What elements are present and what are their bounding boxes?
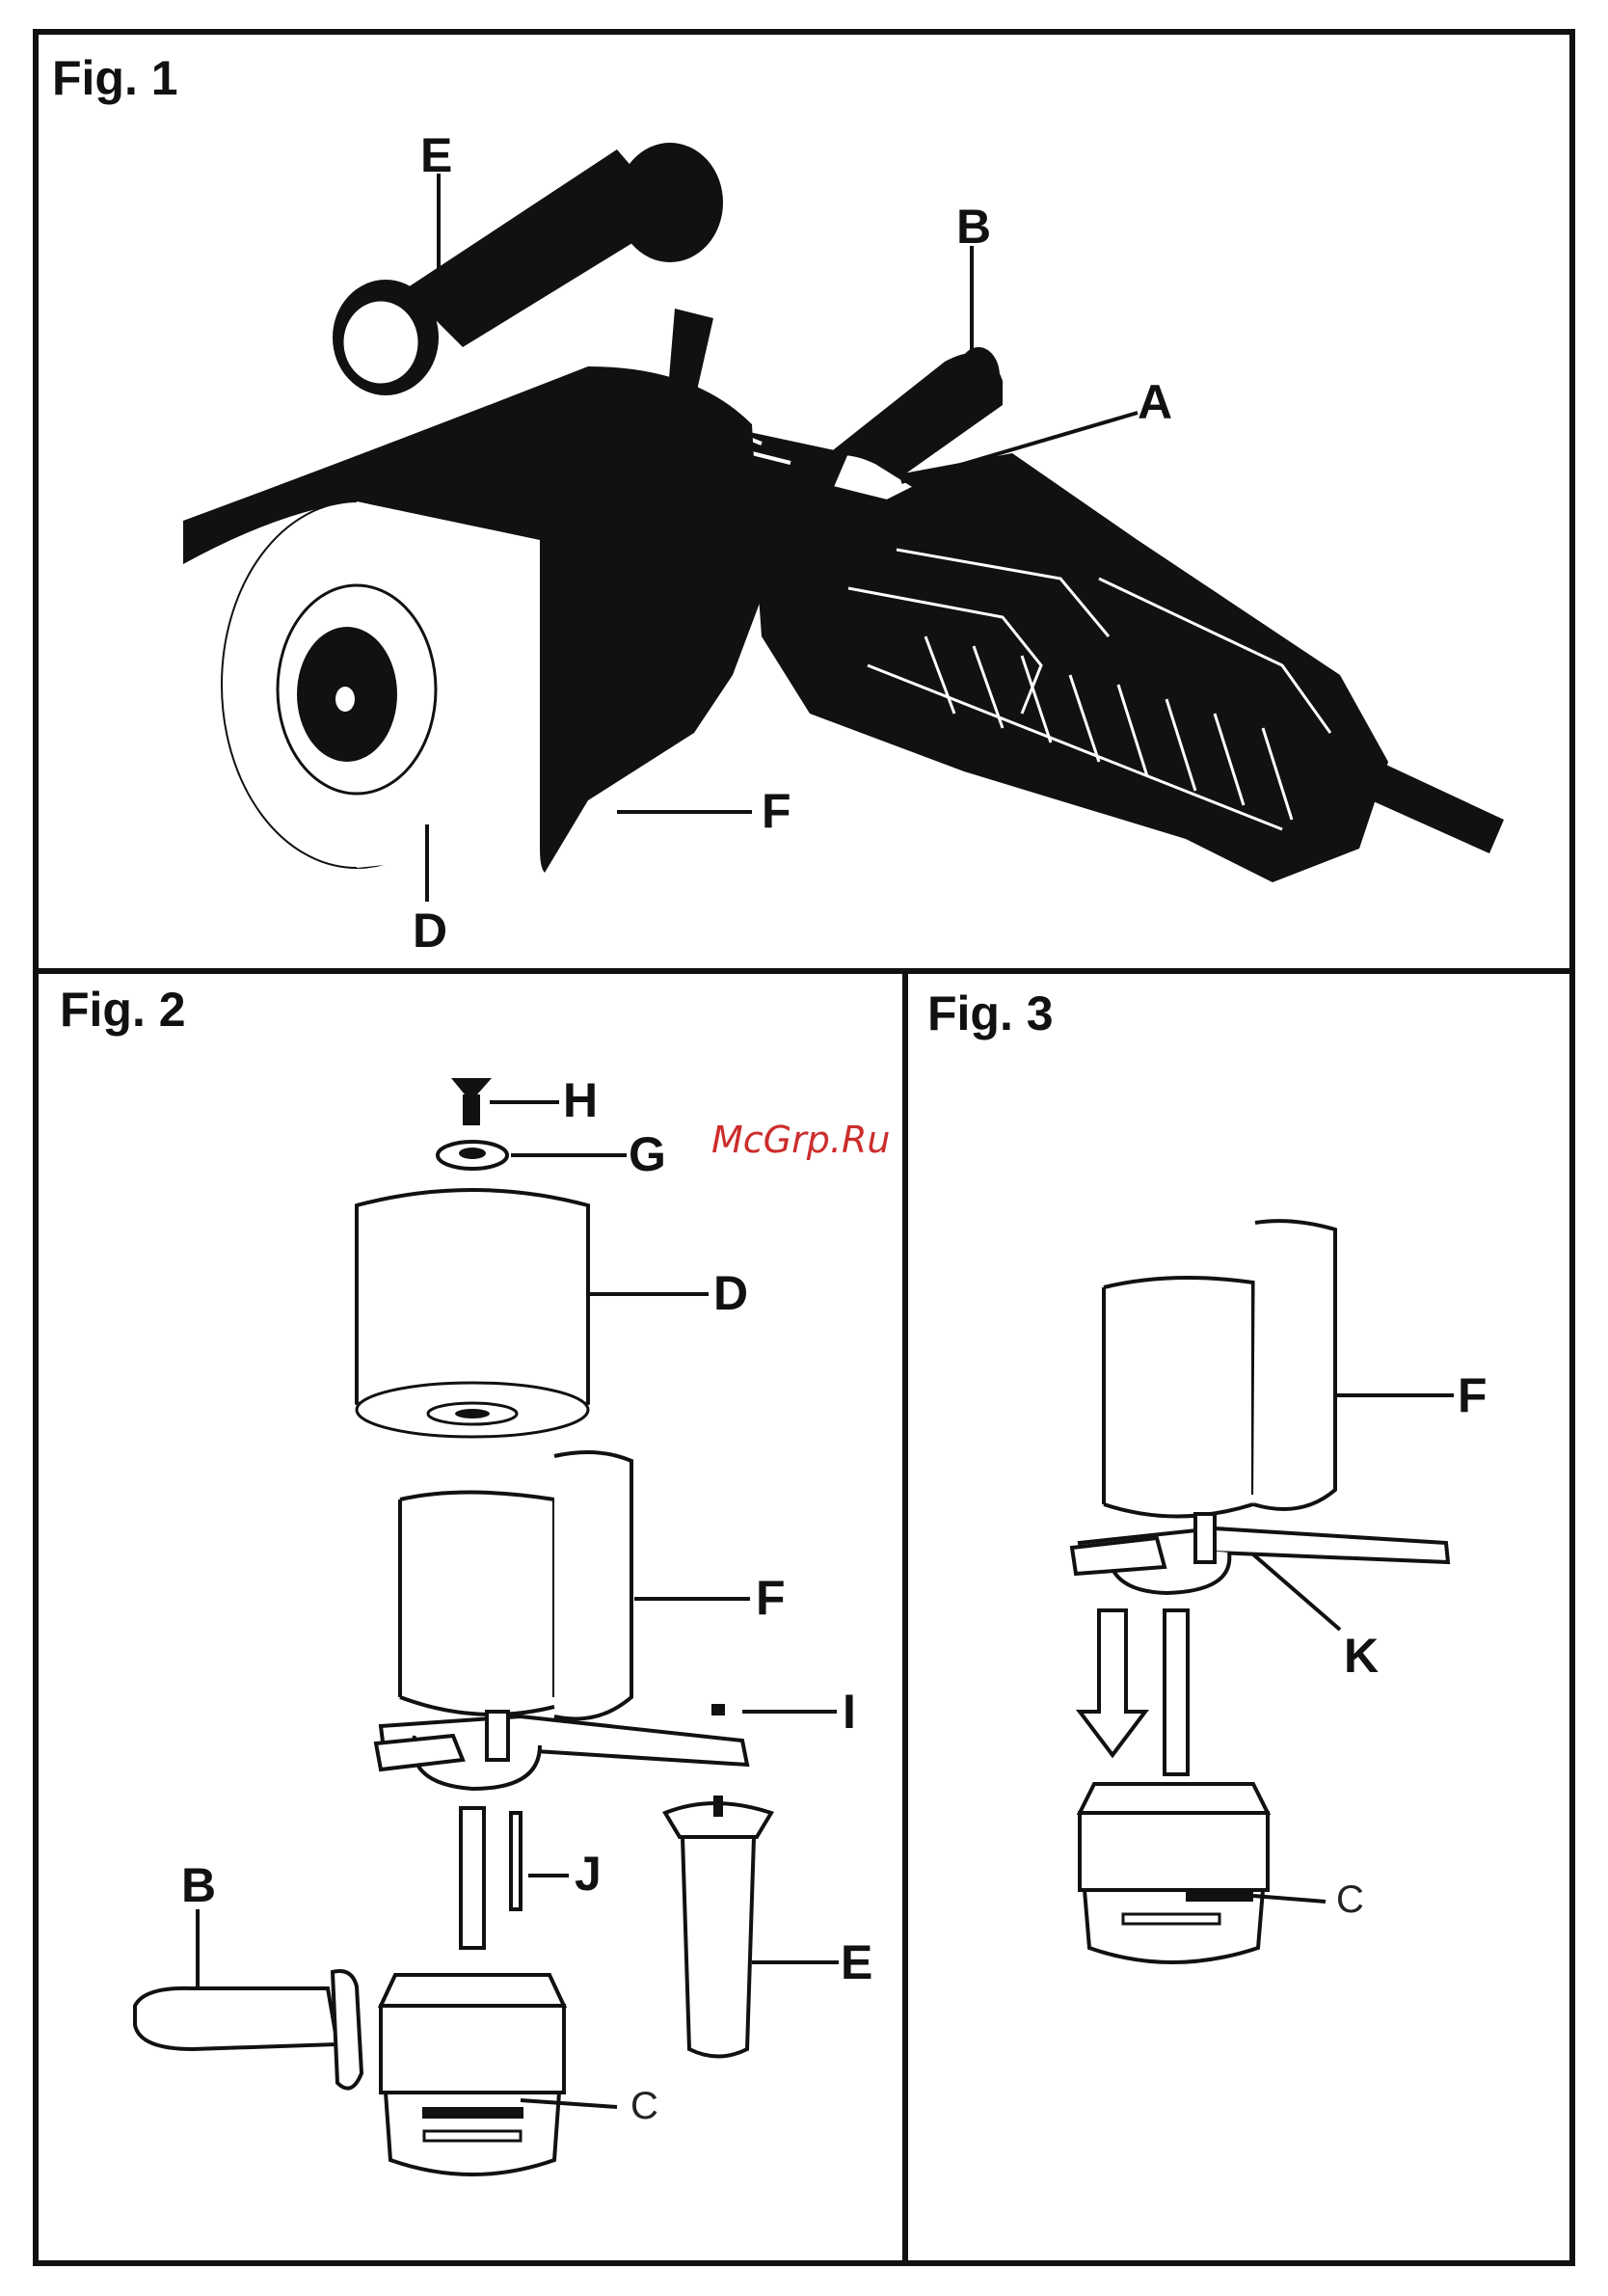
fig1-title: Fig. 1	[52, 50, 178, 106]
fig1-grinder-illustration	[183, 143, 1504, 902]
watermark-text: McGrp.Ru	[711, 1119, 890, 1161]
fig3-callout-k: K	[1344, 1632, 1379, 1680]
fig1-callout-a: A	[1138, 378, 1172, 426]
fig3-callout-c: C	[1336, 1880, 1364, 1919]
fig3-mounting-illustration	[1072, 1221, 1454, 1962]
fig2-title: Fig. 2	[60, 982, 186, 1038]
fig2-callout-e: E	[841, 1938, 872, 1986]
fig1-callout-d: D	[413, 906, 447, 955]
fig2-callout-f: F	[756, 1574, 786, 1622]
fig1-callout-b: B	[956, 203, 991, 251]
fig2-callout-j: J	[575, 1850, 602, 1898]
fig2-exploded-illustration	[135, 1078, 839, 2174]
fig2-callout-g: G	[629, 1130, 666, 1178]
fig1-callout-f: F	[762, 787, 791, 835]
fig3-callout-f: F	[1458, 1371, 1487, 1419]
fig2-callout-b: B	[181, 1861, 216, 1909]
fig2-callout-d: D	[713, 1269, 748, 1317]
fig1-callout-e: E	[420, 131, 452, 179]
fig2-callout-h: H	[563, 1076, 598, 1124]
fig3-title: Fig. 3	[927, 986, 1054, 1041]
fig2-callout-c: C	[630, 2087, 658, 2125]
fig2-callout-i: I	[843, 1688, 856, 1736]
